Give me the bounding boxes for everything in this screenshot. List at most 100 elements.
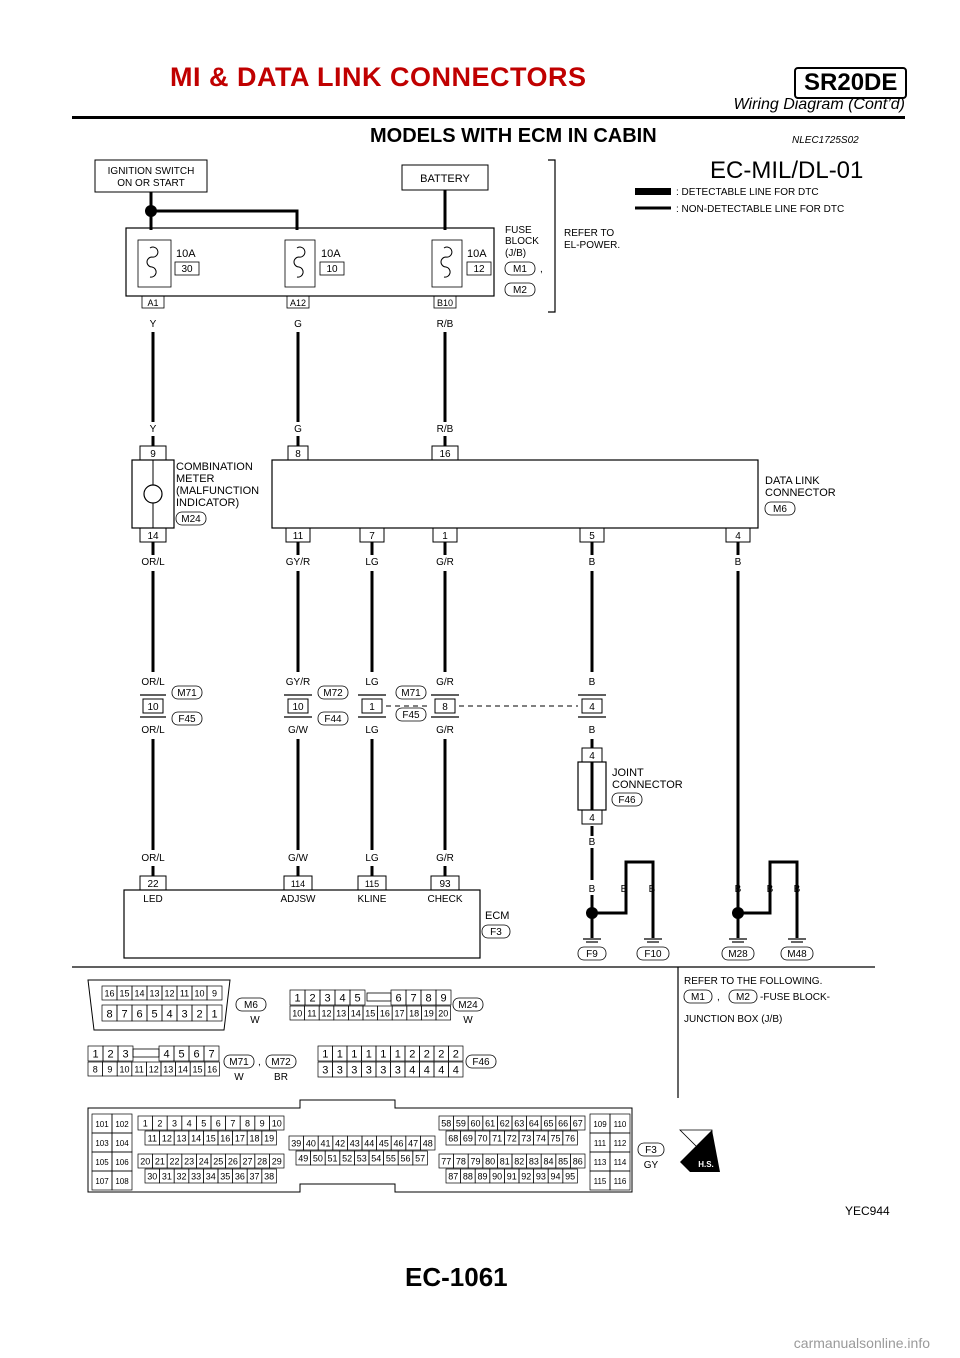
svg-text:30: 30 xyxy=(181,264,193,275)
pin-cell xyxy=(111,1170,133,1191)
pin-number: 22 xyxy=(169,1157,179,1167)
pin-number: 10 xyxy=(119,1065,129,1075)
pin-number: 10 xyxy=(292,1009,302,1019)
svg-text:B: B xyxy=(589,884,596,895)
conn-color: GY xyxy=(644,1160,659,1171)
pin-number: 1 xyxy=(337,1049,343,1061)
pin-number: 7 xyxy=(121,1009,127,1021)
pin-cell xyxy=(435,989,452,1006)
pin-number: 5 xyxy=(151,1009,157,1021)
conn-tag-m71: M71 xyxy=(177,688,197,699)
pin-number: 115 xyxy=(594,1177,607,1186)
pin-number: 114 xyxy=(614,1158,627,1167)
conn-face-tag-m72: M72 xyxy=(271,1057,291,1068)
pin-number: 1 xyxy=(294,993,300,1005)
svg-text:,: , xyxy=(717,992,720,1003)
pin-number: 3 xyxy=(324,993,330,1005)
wire-label: G/R xyxy=(436,853,454,864)
pin-number: 42 xyxy=(335,1139,345,1149)
pin-cell xyxy=(448,1061,464,1078)
conn-tag-m72: M72 xyxy=(323,688,343,699)
pin-number: 26 xyxy=(228,1157,238,1167)
pin-number: 73 xyxy=(521,1134,531,1144)
pin-number: 5 xyxy=(178,1049,184,1061)
svg-text:93: 93 xyxy=(439,879,451,890)
pin-number: 2 xyxy=(424,1049,430,1061)
svg-text:11: 11 xyxy=(293,531,304,542)
pin-number: 43 xyxy=(350,1139,360,1149)
wire-label: Y xyxy=(150,424,157,435)
pin-number: 82 xyxy=(514,1157,524,1167)
pin-number: 4 xyxy=(453,1065,459,1077)
wire-label: B xyxy=(589,557,596,568)
inline-pin: 4 xyxy=(589,702,595,713)
wire-label: G/R xyxy=(436,557,454,568)
fuse-term-b10: B10 xyxy=(437,298,453,308)
pin-number: 103 xyxy=(95,1139,109,1148)
pin-number: 16 xyxy=(220,1134,230,1144)
pin-number: 61 xyxy=(485,1119,495,1129)
pin-number: 4 xyxy=(166,1009,172,1021)
svg-text:ADJSW: ADJSW xyxy=(281,894,317,905)
pin-number: 87 xyxy=(448,1172,458,1182)
wire-label: Y xyxy=(150,319,157,330)
pin-number: 1 xyxy=(380,1049,386,1061)
pin-number: 44 xyxy=(364,1139,374,1149)
svg-text:JUNCTION BOX (J/B): JUNCTION BOX (J/B) xyxy=(684,1014,782,1025)
pin-number: 14 xyxy=(178,1065,188,1075)
pin-number: 27 xyxy=(242,1157,252,1167)
svg-text:22: 22 xyxy=(147,879,159,890)
svg-text:(MALFUNCTION: (MALFUNCTION xyxy=(176,485,259,497)
pin-number: 2 xyxy=(157,1119,162,1129)
pin-number: 2 xyxy=(107,1049,113,1061)
legend-detectable-swatch xyxy=(635,188,671,195)
pin-number: 64 xyxy=(529,1119,539,1129)
svg-text:4: 4 xyxy=(589,751,595,762)
pin-number: 18 xyxy=(409,1009,419,1019)
svg-text:B: B xyxy=(794,884,801,895)
pin-number: 102 xyxy=(115,1120,129,1129)
pin-number: 5 xyxy=(201,1119,206,1129)
inline-pin: 10 xyxy=(292,702,304,713)
pin-number: 17 xyxy=(394,1009,404,1019)
pin-number: 91 xyxy=(507,1172,517,1182)
svg-text:LED: LED xyxy=(143,894,162,905)
pin-number: 75 xyxy=(550,1134,560,1144)
pin-number: 70 xyxy=(477,1134,487,1144)
svg-text:JOINT: JOINT xyxy=(612,767,644,779)
pin-number: 14 xyxy=(134,989,144,999)
pin-number: 65 xyxy=(543,1119,553,1129)
pin-number: 92 xyxy=(521,1172,531,1182)
pin-number: 69 xyxy=(463,1134,473,1144)
pin-number: 2 xyxy=(438,1049,444,1061)
fuse-term-a1: A1 xyxy=(147,298,158,308)
pin-number: 3 xyxy=(395,1065,401,1077)
pin-cell xyxy=(203,1045,220,1062)
wire-label: LG xyxy=(365,853,379,864)
power-bracket xyxy=(548,159,556,313)
inline-pin: 8 xyxy=(442,702,448,713)
pin-number: 104 xyxy=(115,1139,129,1148)
pin-number: 68 xyxy=(448,1134,458,1144)
pin-cell xyxy=(349,989,366,1006)
pin-number: 74 xyxy=(536,1134,546,1144)
svg-text:M1: M1 xyxy=(691,992,705,1003)
legend-non-detectable: : NON-DETECTABLE LINE FOR DTC xyxy=(676,204,844,215)
pin-number: 4 xyxy=(339,993,345,1005)
pin-number: 35 xyxy=(220,1172,230,1182)
pin-number: 90 xyxy=(492,1172,502,1182)
svg-text:B: B xyxy=(649,884,656,895)
pin-number: 79 xyxy=(470,1157,480,1167)
pin-number: 51 xyxy=(327,1154,337,1164)
legend-detectable: : DETECTABLE LINE FOR DTC xyxy=(676,187,819,198)
pin-number: 21 xyxy=(155,1157,165,1167)
pin-number: 4 xyxy=(438,1065,444,1077)
svg-text:7: 7 xyxy=(369,531,375,542)
pin-number: 67 xyxy=(573,1119,583,1129)
pin-number: 16 xyxy=(207,1065,217,1075)
pin-number: 49 xyxy=(298,1154,308,1164)
